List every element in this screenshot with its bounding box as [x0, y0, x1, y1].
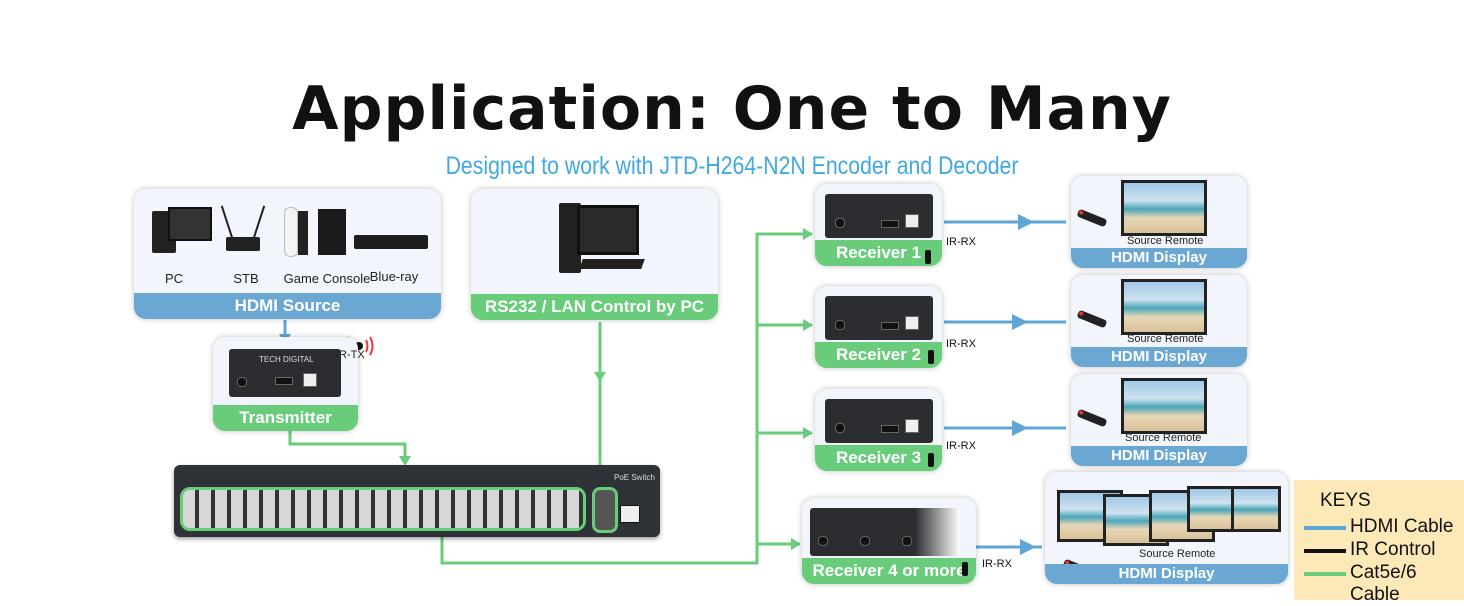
- hdmi-cable-key-label: HDMI Cable: [1350, 516, 1454, 537]
- display-2-remote-icon: [1076, 309, 1108, 329]
- switch-uplink-ports: [592, 487, 618, 533]
- receiver-3-card: Receiver 3: [815, 389, 942, 471]
- blu-ray-player-icon: [354, 235, 428, 249]
- display-3-card: Source Remote HDMI Display: [1071, 374, 1247, 466]
- switch-trunk-line: [440, 232, 812, 565]
- display-3-remote-icon: [1076, 408, 1108, 428]
- switch-console-port: [620, 505, 640, 523]
- transmitter-port: [237, 377, 247, 387]
- receiver-1-port: [835, 218, 845, 228]
- receiver-2-label: Receiver 2: [815, 342, 942, 368]
- transmitter-device-icon: TECH DIGITAL: [229, 349, 341, 397]
- game-console-2-icon: [298, 211, 308, 255]
- receiver-2-ir-rx-label: IR-RX: [946, 338, 976, 350]
- display-4-card: Source Remote HDMI Display: [1045, 472, 1288, 584]
- cat-cable-lines: [288, 232, 812, 565]
- ir-control-key-label: IR Control: [1350, 539, 1436, 560]
- receiver-4-label: Receiver 4 or more: [802, 558, 976, 584]
- cat-cable-key-label: Cat5e/6 Cable: [1350, 562, 1417, 605]
- keys-legend: KEYS HDMI Cable IR Control Cat5e/6 Cable: [1294, 480, 1464, 605]
- display-2-screen-icon: [1121, 279, 1207, 335]
- receiver-3-ir-rx-label: IR-RX: [946, 440, 976, 452]
- receiver-1-ir-rx-label: IR-RX: [946, 236, 976, 248]
- receiver-3-port: [835, 423, 845, 433]
- ir-control-key-swatch: [1304, 549, 1346, 553]
- game-console-icon: [284, 207, 298, 257]
- display-1-label: HDMI Display: [1071, 248, 1247, 268]
- display-1-remote-label: Source Remote: [1127, 235, 1204, 247]
- receiver-4-ir-rx-icon: [962, 562, 968, 576]
- receiver-1-hdmi-port: [881, 220, 899, 228]
- source-device-label-pc: PC: [164, 271, 184, 286]
- display-3-screen-icon: [1121, 378, 1207, 434]
- keys-title: KEYS: [1320, 490, 1371, 511]
- transmitter-brand: TECH DIGITAL: [259, 355, 314, 364]
- transmitter-card: TECH DIGITAL Transmitter: [213, 337, 358, 431]
- receiver-3-hdmi-port: [881, 425, 899, 433]
- control-pc-keyboard-icon: [579, 259, 645, 269]
- display-4-screen-5-icon: [1231, 486, 1281, 532]
- pc-control-card: RS232 / LAN Control by PC: [471, 189, 718, 320]
- hdmi-source-label: HDMI Source: [134, 293, 441, 319]
- hdmi-cable-key-swatch: [1304, 526, 1346, 530]
- display-4-label: HDMI Display: [1045, 564, 1288, 584]
- source-device-label-stb: STB: [233, 271, 259, 286]
- ir-tx-label: IR-TX: [336, 349, 365, 361]
- display-3-label: HDMI Display: [1071, 446, 1247, 466]
- hdmi-source-card: PC STB Game Console Blue-ray HDMI Source: [134, 189, 441, 319]
- transmitter-to-switch-line: [288, 430, 407, 462]
- receiver-2-card: Receiver 2: [815, 286, 942, 368]
- receiver-1-lan-port: [905, 214, 919, 228]
- page-subtitle: Designed to work with JTD-H264-N2N Encod…: [445, 152, 1019, 180]
- display-2-label: HDMI Display: [1071, 347, 1247, 367]
- receiver-4-ir-rx-label: IR-RX: [982, 558, 1012, 570]
- source-device-label-game-console: Game Console: [283, 271, 371, 286]
- display-3-remote-label: Source Remote: [1125, 432, 1202, 444]
- game-console-3-icon: [318, 209, 346, 255]
- receiver-2-hdmi-port: [881, 322, 899, 330]
- receiver-2-ir-rx-icon: [928, 350, 934, 364]
- receiver-3-label: Receiver 3: [815, 445, 942, 471]
- receiver-1-label: Receiver 1: [815, 240, 942, 266]
- source-device-label-blu-ray: Blue-ray: [369, 269, 419, 284]
- switch-label: PoE Switch: [614, 473, 655, 482]
- receiver-1-card: Receiver 1: [815, 184, 942, 266]
- stb-icon: [226, 237, 260, 251]
- receiver-2-device-icon: [825, 296, 933, 340]
- cat-arrowheads: [399, 228, 813, 550]
- switch-ports-group: [180, 487, 586, 531]
- stb-antenna-left-icon: [220, 205, 234, 239]
- display-2-remote-label: Source Remote: [1127, 333, 1204, 345]
- receiver-1-ir-rx-icon: [925, 250, 931, 264]
- receiver-2-lan-port: [905, 316, 919, 330]
- display-4-remote-label: Source Remote: [1139, 548, 1216, 560]
- cat-cable-key-swatch: [1304, 572, 1346, 576]
- transmitter-hdmi-port: [275, 377, 293, 385]
- receiver-4-device-stack-icon: [810, 508, 960, 556]
- display-1-card: Source Remote HDMI Display: [1071, 176, 1247, 268]
- control-pc-tower-icon: [559, 203, 581, 273]
- receiver-2-port: [835, 320, 845, 330]
- transmitter-label: Transmitter: [213, 405, 358, 431]
- receiver-4-port-2: [860, 536, 870, 546]
- receiver-3-ir-rx-icon: [928, 453, 934, 467]
- receiver-3-device-icon: [825, 399, 933, 443]
- receiver-3-lan-port: [905, 419, 919, 433]
- stb-antenna-right-icon: [252, 205, 266, 239]
- transmitter-lan-port: [303, 373, 317, 387]
- receiver-4-port: [818, 536, 828, 546]
- display-1-screen-icon: [1121, 180, 1207, 236]
- page-title: Application: One to Many: [292, 74, 1172, 144]
- display-2-card: Source Remote HDMI Display: [1071, 275, 1247, 367]
- pc-monitor-icon: [168, 207, 212, 241]
- receiver-4-card: Receiver 4 or more: [802, 498, 976, 584]
- pc-control-label: RS232 / LAN Control by PC: [471, 294, 718, 320]
- network-switch: PoE Switch: [174, 465, 660, 537]
- receiver-1-device-icon: [825, 194, 933, 238]
- display-1-remote-icon: [1076, 208, 1108, 228]
- control-pc-monitor-icon: [577, 205, 639, 255]
- receiver-4-port-3: [902, 536, 912, 546]
